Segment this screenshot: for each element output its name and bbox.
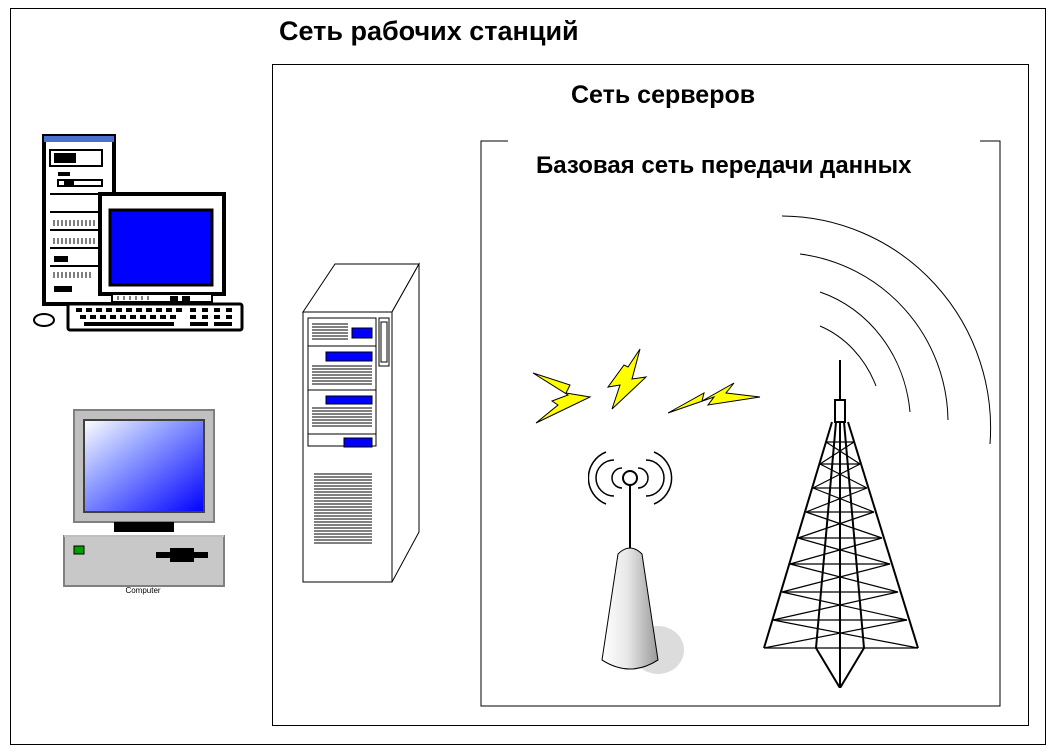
core-network-title: Базовая сеть передачи данных xyxy=(536,152,912,179)
lightning-bolt-icon xyxy=(532,348,761,424)
server-network-title: Сеть серверов xyxy=(571,81,756,109)
radio-tower-icon xyxy=(763,215,992,688)
workstation-network-title: Сеть рабочих станций xyxy=(279,16,579,46)
workstation-network-frame xyxy=(10,8,1046,745)
computer-caption: Computer xyxy=(125,586,161,595)
wireless-antenna-icon xyxy=(588,451,684,674)
desktop-tower-icon xyxy=(33,134,244,332)
server-network-frame xyxy=(272,64,1029,726)
computer-icon xyxy=(63,409,225,587)
core-network-frame xyxy=(480,140,1001,707)
server-tower-icon xyxy=(302,262,420,583)
